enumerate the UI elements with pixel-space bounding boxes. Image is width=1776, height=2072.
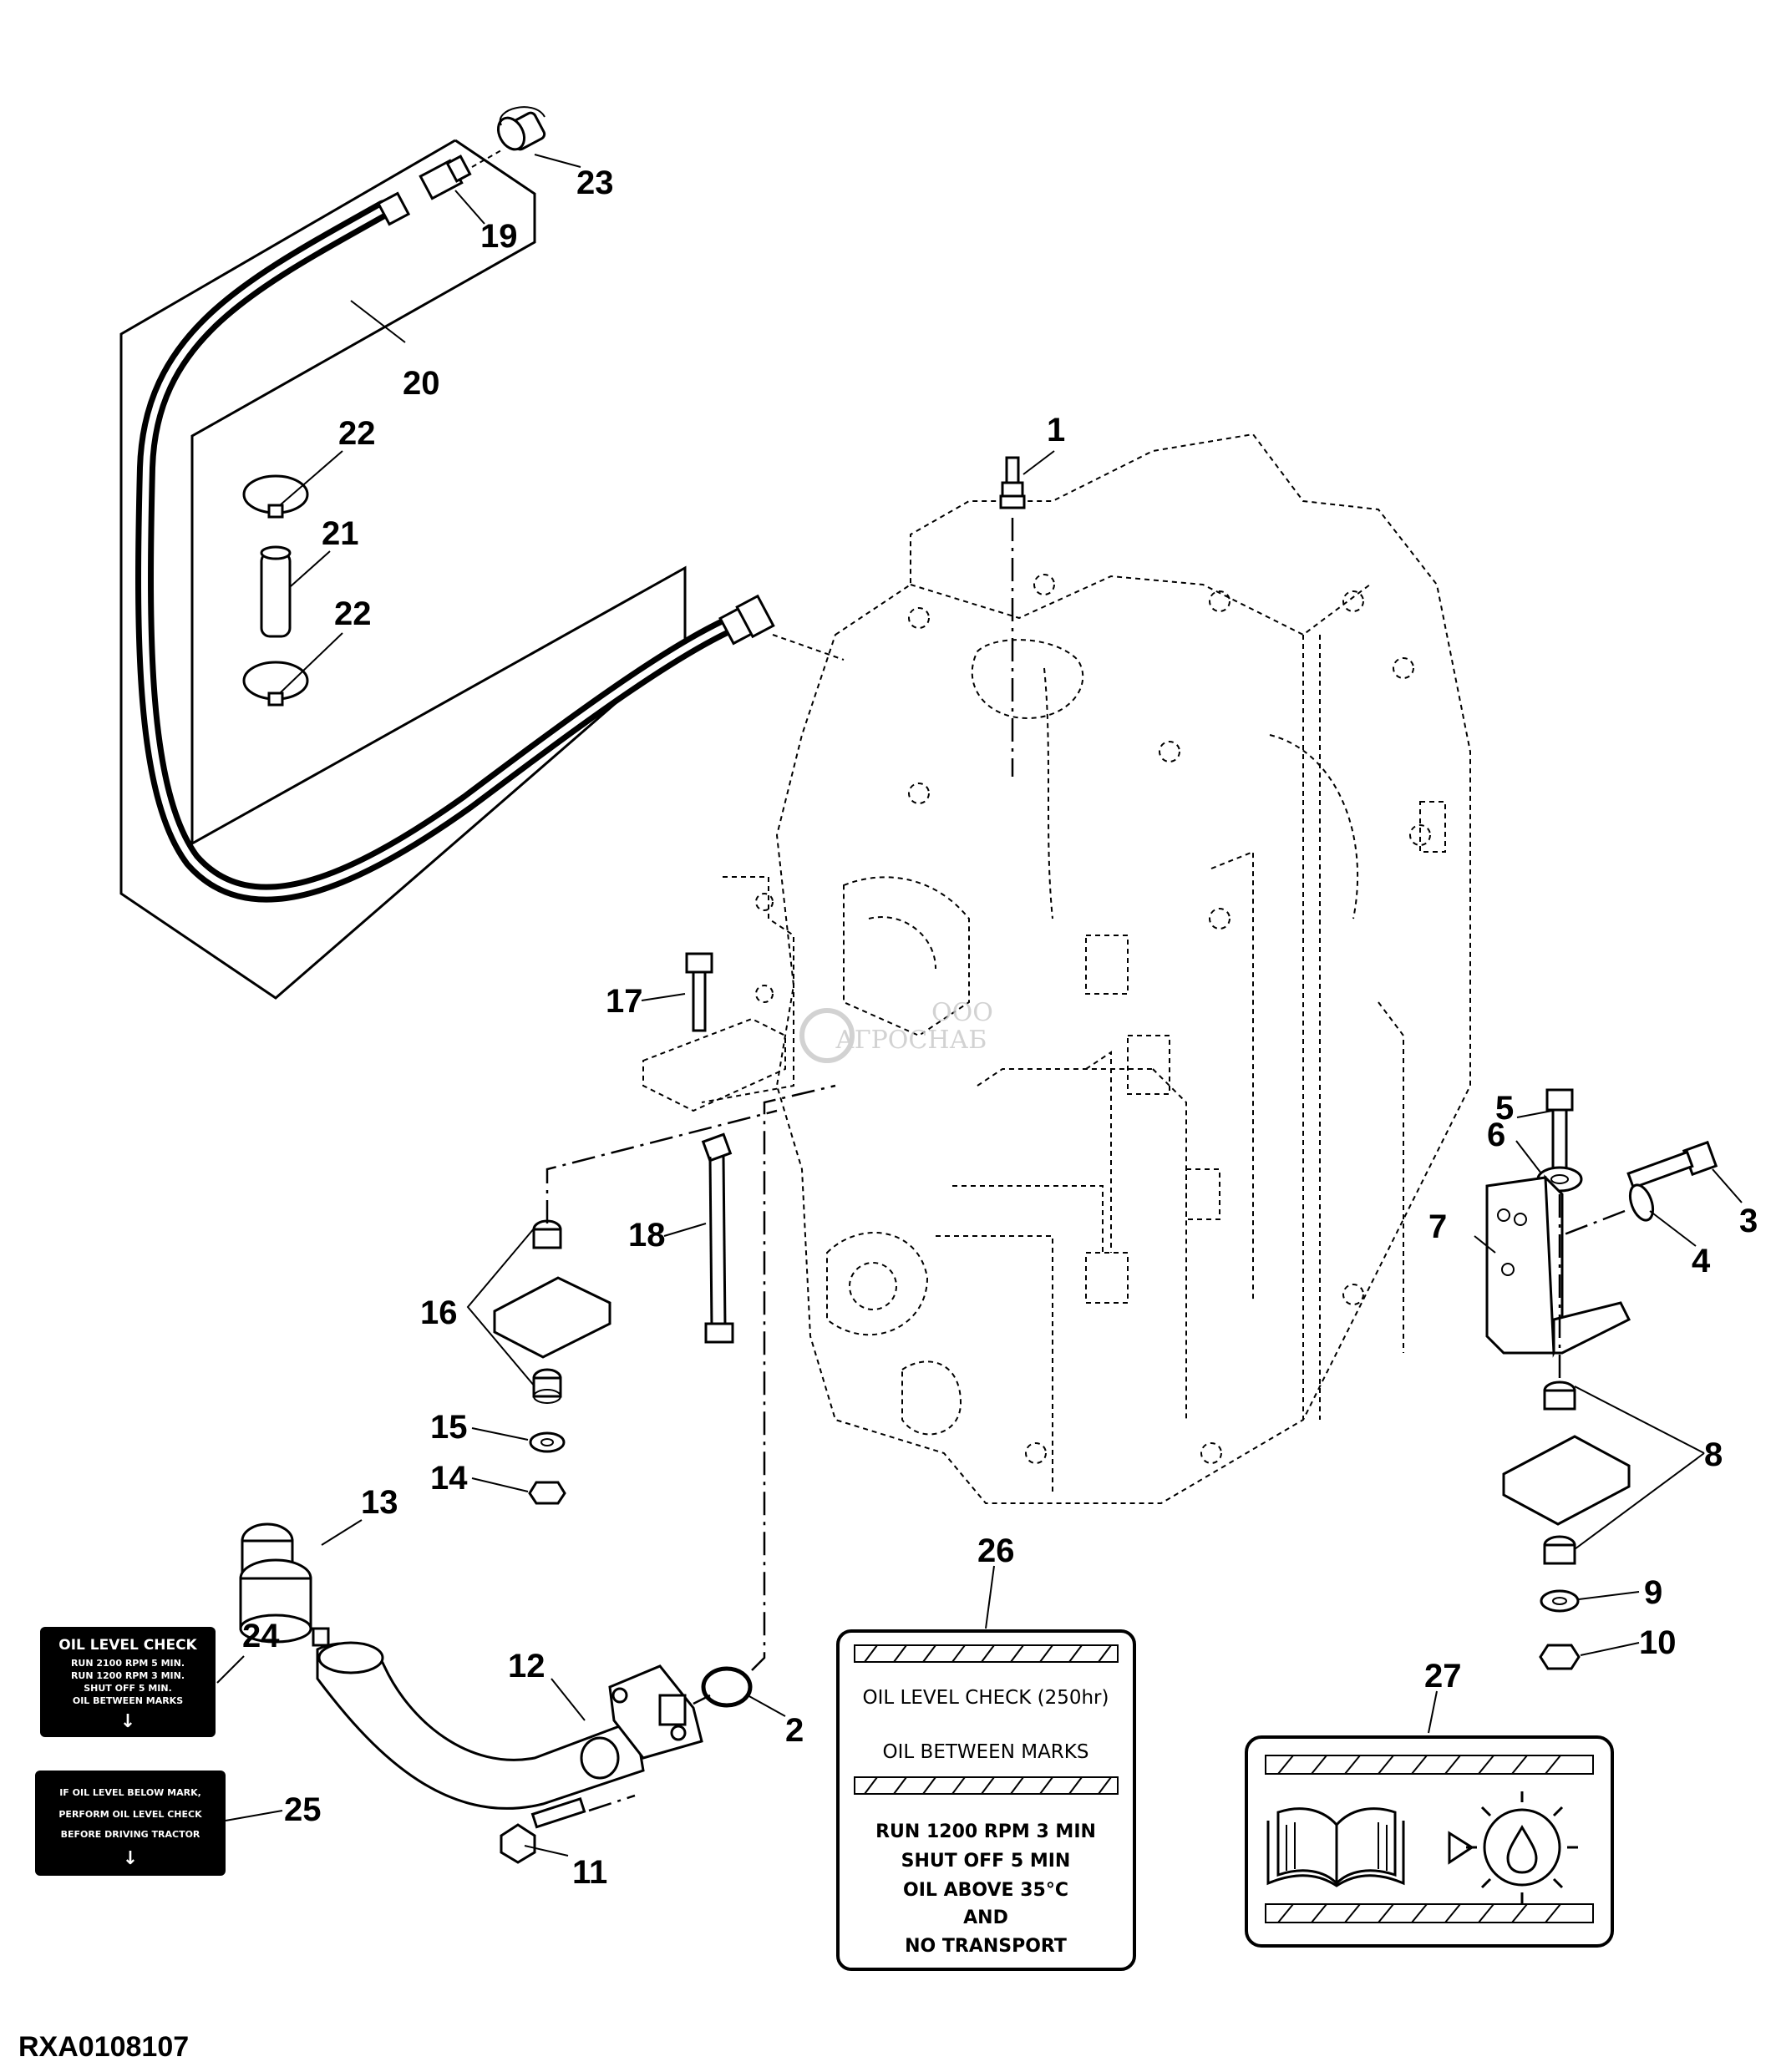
decal-25: IF OIL LEVEL BELOW MARK, PERFORM OIL LEV… [35,1771,226,1876]
decal-24: OIL LEVEL CHECK RUN 2100 RPM 5 MIN. RUN … [40,1627,216,1737]
nut-10 [1539,1644,1581,1670]
washer-4 [1628,1183,1655,1222]
svg-text:RUN 1200 RPM 3 MIN: RUN 1200 RPM 3 MIN [875,1821,1096,1842]
svg-text:BEFORE DRIVING TRACTOR: BEFORE DRIVING TRACTOR [61,1829,200,1840]
svg-text:SHUT OFF 5 MIN.: SHUT OFF 5 MIN. [84,1683,172,1694]
fitting-19 [376,155,472,226]
washer-15 [529,1431,566,1453]
bolt-3 [1626,1140,1718,1190]
svg-text:NO TRANSPORT: NO TRANSPORT [905,1936,1067,1957]
book-icon [1266,1807,1405,1887]
o-ring-2 [701,1666,753,1708]
callout-1: 1 [1047,412,1065,448]
svg-text:IF OIL LEVEL BELOW MARK,: IF OIL LEVEL BELOW MARK, [59,1787,201,1798]
hose-clamp-22-top [242,474,309,519]
hose-end-fitting [718,594,775,646]
callout-6: 6 [1487,1117,1505,1153]
nut-14 [528,1481,566,1505]
isolator-mount-8 [1502,1380,1631,1565]
hose-clamp-22-bottom [242,661,309,707]
callout-19: 19 [480,218,518,255]
svg-text:PERFORM OIL LEVEL CHECK: PERFORM OIL LEVEL CHECK [58,1809,202,1820]
decal-26-heading: OIL LEVEL CHECK (250hr) [863,1687,1109,1709]
svg-text:RUN 2100 RPM 5 MIN.: RUN 2100 RPM 5 MIN. [71,1658,185,1669]
callout-2: 2 [785,1712,804,1749]
callout-15: 15 [430,1409,468,1446]
breather-vent-1 [999,456,1026,509]
bracket-7 [1485,1174,1631,1358]
filler-cap-13 [239,1522,330,1647]
callout-3: 3 [1739,1203,1758,1239]
callout-22-top: 22 [338,415,376,452]
decal-24-title: OIL LEVEL CHECK [58,1637,197,1654]
svg-text:OIL ABOVE 35°C: OIL ABOVE 35°C [903,1880,1068,1901]
callout-18: 18 [628,1217,666,1254]
callout-14: 14 [430,1460,468,1497]
hose-kit-frame [119,139,687,1000]
callout-10: 10 [1639,1624,1677,1661]
svg-text:OIL BETWEEN MARKS: OIL BETWEEN MARKS [883,1741,1089,1763]
callout-numbers: 1 2 3 4 5 6 7 8 9 10 11 12 13 14 15 16 1… [242,165,1758,1891]
callout-16: 16 [420,1294,458,1331]
bolt-11 [500,1796,586,1864]
watermark-text: АГРОСНАБ [835,1026,987,1055]
callout-12: 12 [508,1648,545,1684]
callout-25: 25 [284,1791,322,1828]
svg-text:SHUT OFF 5 MIN: SHUT OFF 5 MIN [901,1851,1071,1872]
transmission-housing [775,433,1471,1504]
left-mount-bracket [642,876,794,1112]
decal-27 [1245,1735,1614,1948]
callout-11: 11 [572,1854,607,1891]
callout-17: 17 [606,983,643,1020]
callout-8: 8 [1704,1436,1723,1473]
gear-oil-drop-icon [1466,1791,1578,1903]
callout-24: 24 [242,1618,280,1654]
bolt-17 [685,952,713,1032]
arrow-right-icon [1448,1831,1474,1865]
callout-5: 5 [1495,1090,1514,1127]
callout-27: 27 [1424,1658,1462,1695]
watermark-small: ООО [931,998,993,1027]
dust-cap-23 [496,106,546,151]
bolt-5 [1545,1088,1574,1170]
callout-4: 4 [1692,1243,1711,1279]
figure-code: RXA0108107 [18,2031,189,2063]
callout-26: 26 [977,1532,1015,1569]
callout-13: 13 [361,1484,398,1521]
hose-connector-21 [260,545,292,638]
callout-7: 7 [1428,1208,1447,1245]
callout-21: 21 [322,515,359,552]
down-arrow-icon: ↓ [120,1711,135,1732]
callout-20: 20 [403,365,440,402]
isolator-mount-16 [493,1219,611,1404]
svg-text:RUN 1200 RPM 3 MIN.: RUN 1200 RPM 3 MIN. [71,1670,185,1681]
watermark: ООО АГРОСНАБ [799,998,993,1063]
washer-9 [1540,1589,1580,1613]
decal-26: OIL LEVEL CHECK (250hr) OIL BETWEEN MARK… [836,1629,1136,1971]
svg-text:AND: AND [963,1907,1008,1928]
dipstick-rod-18 [701,1132,734,1344]
down-arrow-icon: ↓ [123,1848,138,1869]
svg-text:OIL BETWEEN MARKS: OIL BETWEEN MARKS [73,1695,183,1706]
callout-9: 9 [1644,1574,1662,1611]
callout-23: 23 [576,165,614,201]
callout-22-bottom: 22 [334,595,372,632]
hydraulic-hose [135,200,744,903]
leader-lines [216,154,1743,1857]
fill-tube-12 [316,1641,703,1810]
